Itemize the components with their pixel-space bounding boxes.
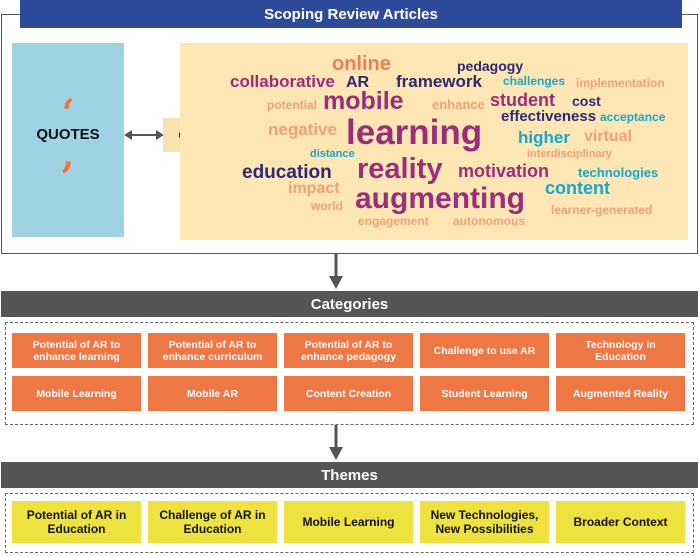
category-box: Potential of AR to enhance curriculum xyxy=(148,333,277,368)
cloud-word: cost xyxy=(572,93,601,109)
theme-box: Potential of AR in Education xyxy=(12,501,141,543)
cloud-word: student xyxy=(490,90,555,110)
cloud-word: mobile xyxy=(323,87,404,115)
category-box: Potential of AR to enhance pedagogy xyxy=(284,333,413,368)
down-arrow-icon xyxy=(329,425,343,460)
cloud-word: collaborative xyxy=(230,72,335,91)
category-box: Content Creation xyxy=(284,376,413,411)
category-box: Augmented Reality xyxy=(556,376,685,411)
cloud-word: acceptance xyxy=(600,110,666,124)
cloud-word: effectiveness xyxy=(501,108,597,125)
cloud-word: online xyxy=(332,53,391,75)
cloud-word: impact xyxy=(288,180,340,197)
themes-frame xyxy=(5,493,694,553)
cloud-word: motivation xyxy=(458,161,550,181)
cloud-word: higher xyxy=(518,128,570,147)
themes-header: Themes xyxy=(1,462,698,488)
cloud-word: technologies xyxy=(578,165,659,180)
cloud-word: AR xyxy=(346,74,370,91)
cloud-word: augmenting xyxy=(355,182,525,215)
cloud-word: enhance xyxy=(432,97,485,112)
cloud-word: potential xyxy=(267,98,317,112)
category-box: Mobile Learning xyxy=(12,376,141,411)
cloud-word: challenges xyxy=(503,74,566,88)
close-quote-icon: , xyxy=(61,134,75,176)
category-box: Technology in Education xyxy=(556,333,685,368)
theme-box: Mobile Learning xyxy=(284,501,413,543)
cloud-word: virtual xyxy=(584,128,633,145)
cloud-word: negative xyxy=(268,120,337,139)
categories-frame xyxy=(5,322,694,425)
cloud-word: distance xyxy=(310,148,355,160)
cloud-word: learning xyxy=(346,113,483,152)
category-box: Student Learning xyxy=(420,376,549,411)
quotes-box xyxy=(12,43,124,237)
cloud-word: education xyxy=(242,162,332,183)
theme-box: Broader Context xyxy=(556,501,685,543)
cloud-word: autonomous xyxy=(453,214,525,228)
cloud-word: reality xyxy=(357,153,443,185)
theme-box: New Technologies, New Possibilities xyxy=(420,501,549,543)
cloud-word: interdisciplinary xyxy=(527,148,612,160)
cloud-word: world xyxy=(311,199,343,213)
cloud-word: pedagogy xyxy=(457,58,524,74)
cloud-word: content xyxy=(545,178,610,198)
cloud-word: framework xyxy=(396,72,482,91)
down-arrow-icon xyxy=(329,254,343,289)
theme-box: Challenge of AR in Education xyxy=(148,501,277,543)
open-quote-icon: ‘ xyxy=(61,92,75,134)
category-box: Mobile AR xyxy=(148,376,277,411)
review-header: Scoping Review Articles xyxy=(20,0,682,28)
word-cloud: online pedagogy collaborative AR framewo… xyxy=(180,43,688,240)
category-box: Potential of AR to enhance learning xyxy=(12,333,141,368)
quotes-label: QUOTES xyxy=(36,126,100,143)
double-arrow-icon xyxy=(124,130,164,140)
cloud-word: learner-generated xyxy=(551,203,653,217)
categories-header: Categories xyxy=(1,291,698,317)
category-box: Challenge to use AR xyxy=(420,333,549,368)
cloud-word: implementation xyxy=(576,76,665,90)
cloud-word: engagement xyxy=(358,214,429,228)
